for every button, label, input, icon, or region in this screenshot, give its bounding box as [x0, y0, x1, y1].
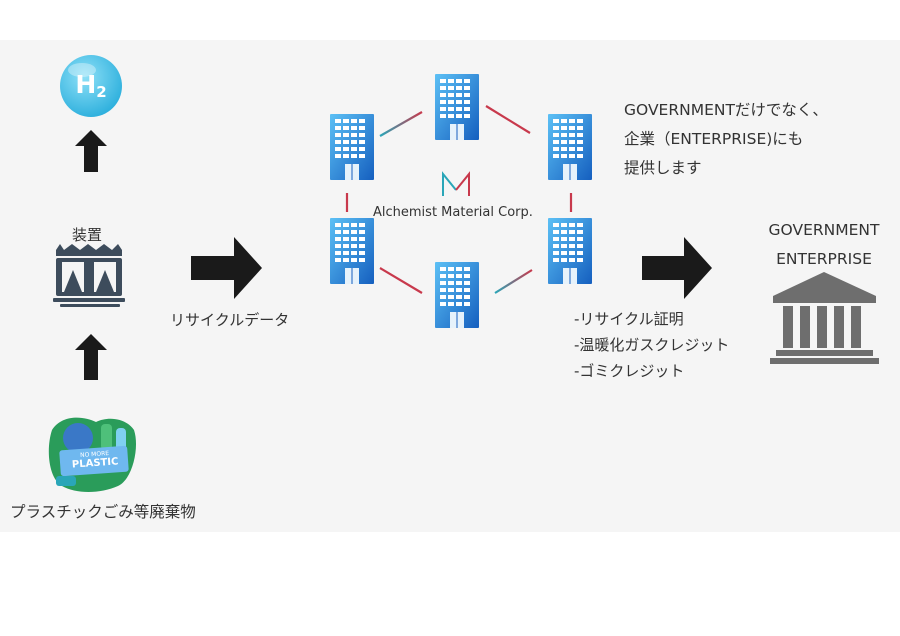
arrow-right-to-recipients — [642, 237, 712, 299]
link-bottomleft-bottom — [379, 267, 423, 294]
credit-item: -ゴミクレジット — [574, 362, 685, 380]
link-top-topright — [485, 105, 531, 134]
device-icon — [53, 244, 125, 307]
plastic-waste-label: プラスチックごみ等廃棄物 — [10, 503, 196, 521]
offering-note-line-3: 提供します — [624, 159, 702, 177]
credit-item: -リサイクル証明 — [574, 310, 684, 328]
offering-note: GOVERNMENTだけでなく、 企業（ENTERPRISE)にも 提供します — [624, 96, 828, 183]
government-building-icon — [770, 272, 879, 364]
building-icon-top — [435, 74, 479, 140]
hydrogen-label: H2 — [70, 70, 112, 101]
building-icon-bottom-right — [548, 218, 592, 284]
credits-list: -リサイクル証明 -温暖化ガスクレジット -ゴミクレジット — [574, 306, 729, 384]
company-name: Alchemist Material Corp. — [373, 205, 533, 220]
plastic-waste-icon — [48, 417, 137, 492]
building-icon-bottom — [435, 262, 479, 328]
offering-note-line-1: GOVERNMENTだけでなく、 — [624, 101, 828, 119]
device-label: 装置 — [72, 226, 103, 244]
hydrogen-subscript: 2 — [96, 83, 107, 101]
hydrogen-icon — [60, 55, 122, 117]
hydrogen-letter: H — [75, 70, 97, 99]
company-logo-icon — [442, 171, 470, 196]
building-icon-bottom-left — [330, 218, 374, 284]
arrow-right-data — [191, 237, 262, 299]
building-icon-top-right — [548, 114, 592, 180]
recipients-label: GOVERNMENT ENTERPRISE — [756, 216, 892, 274]
recipient-government: GOVERNMENT — [768, 221, 880, 239]
building-icon-top-left — [330, 114, 374, 180]
offering-note-line-2: 企業（ENTERPRISE)にも — [624, 130, 804, 148]
recycle-data-label: リサイクルデータ — [170, 311, 290, 329]
credit-item: -温暖化ガスクレジット — [574, 336, 730, 354]
link-topleft-top — [379, 111, 423, 137]
link-bottom-bottomright — [494, 269, 533, 294]
arrow-up-to-hydrogen — [75, 130, 107, 172]
arrow-up-to-device — [75, 334, 107, 380]
network-links — [345, 105, 573, 294]
recipient-enterprise: ENTERPRISE — [776, 250, 872, 268]
